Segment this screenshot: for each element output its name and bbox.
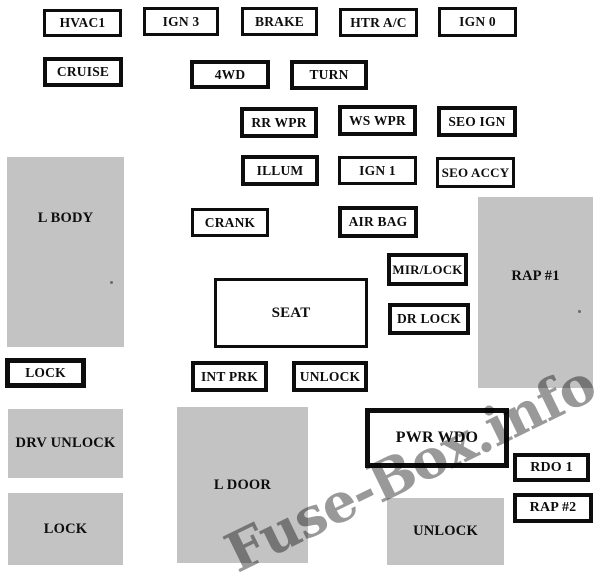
fuse-ign-0: IGN 0 — [438, 7, 517, 37]
fuse-hvac1: HVAC1 — [43, 9, 122, 37]
fuse-ign-3: IGN 3 — [143, 7, 219, 36]
module-lock-bottom: LOCK — [8, 493, 123, 565]
fuse-ws-wpr: WS WPR — [338, 105, 417, 136]
fuse-label-ign-3: IGN 3 — [162, 13, 200, 29]
fuse-label-pwr-wdo: PWR WDO — [395, 429, 479, 446]
fuse-rdo-1: RDO 1 — [513, 453, 590, 482]
scan-speck — [110, 281, 113, 284]
module-rap-1: RAP #1 — [478, 197, 593, 388]
fuse-label-ign-1: IGN 1 — [359, 162, 396, 178]
fuse-air-bag: AIR BAG — [338, 206, 418, 238]
fuse-label-int-prk: INT PRK — [200, 368, 259, 384]
fuse-label-brake: BRAKE — [254, 13, 304, 29]
fuse-4wd: 4WD — [190, 60, 270, 89]
fuse-unlock-mid: UNLOCK — [292, 361, 368, 392]
fuse-seo-accy: SEO ACCY — [436, 157, 515, 188]
module-label-l-door: L DOOR — [213, 476, 272, 493]
fuse-label-4wd: 4WD — [214, 66, 246, 82]
fuse-illum: ILLUM — [241, 155, 319, 186]
fuse-label-rap-2: RAP #2 — [529, 500, 577, 515]
fuse-label-ws-wpr: WS WPR — [349, 112, 406, 128]
fuse-label-ign-0: IGN 0 — [459, 14, 496, 30]
fuse-label-illum: ILLUM — [256, 162, 304, 178]
fuse-label-crank: CRANK — [204, 214, 256, 230]
module-label-unlock-bottom: UNLOCK — [413, 523, 478, 540]
fuse-label-unlock-mid: UNLOCK — [299, 368, 361, 384]
fuse-label-air-bag: AIR BAG — [348, 214, 408, 230]
module-label-drv-unlock: DRV UNLOCK — [15, 435, 116, 452]
fuse-label-hvac1: HVAC1 — [59, 15, 106, 31]
fuse-label-dr-lock: DR LOCK — [396, 311, 462, 327]
fuse-label-mir-lock: MIR/LOCK — [392, 262, 463, 277]
module-label-lock-bottom: LOCK — [43, 520, 88, 537]
fuse-seo-ign: SEO IGN — [437, 106, 517, 137]
fuse-htr-ac: HTR A/C — [339, 8, 418, 37]
fuse-lock-left: LOCK — [5, 358, 86, 388]
fuse-int-prk: INT PRK — [191, 361, 268, 392]
module-label-l-body: L BODY — [37, 210, 94, 226]
module-unlock-bottom: UNLOCK — [387, 498, 504, 565]
fuse-crank: CRANK — [191, 208, 269, 237]
fuse-mir-lock: MIR/LOCK — [387, 253, 468, 286]
scan-speck — [578, 310, 581, 313]
fuse-dr-lock: DR LOCK — [388, 303, 470, 335]
module-label-rap-1: RAP #1 — [511, 268, 560, 284]
fuse-label-seat: SEAT — [271, 304, 311, 321]
module-l-door: L DOOR — [177, 407, 308, 563]
fuse-label-rr-wpr: RR WPR — [251, 114, 307, 130]
fuse-ign-1: IGN 1 — [338, 156, 417, 185]
fuse-label-seo-accy: SEO ACCY — [441, 165, 510, 180]
fuse-label-cruise: CRUISE — [56, 64, 110, 80]
fuse-seat: SEAT — [214, 278, 368, 348]
module-drv-unlock: DRV UNLOCK — [8, 409, 123, 478]
fuse-turn: TURN — [290, 60, 368, 90]
fuse-label-htr-ac: HTR A/C — [350, 14, 407, 30]
fuse-pwr-wdo: PWR WDO — [365, 408, 509, 468]
fuse-rr-wpr: RR WPR — [240, 107, 318, 138]
fuse-rap-2: RAP #2 — [513, 493, 593, 523]
fuse-label-seo-ign: SEO IGN — [448, 113, 506, 129]
fuse-label-rdo-1: RDO 1 — [530, 459, 573, 475]
module-l-body: L BODY — [7, 157, 124, 347]
fuse-cruise: CRUISE — [43, 57, 123, 87]
fuse-label-turn: TURN — [309, 67, 349, 83]
fuse-label-lock-left: LOCK — [25, 365, 66, 381]
fuse-brake: BRAKE — [241, 7, 318, 36]
